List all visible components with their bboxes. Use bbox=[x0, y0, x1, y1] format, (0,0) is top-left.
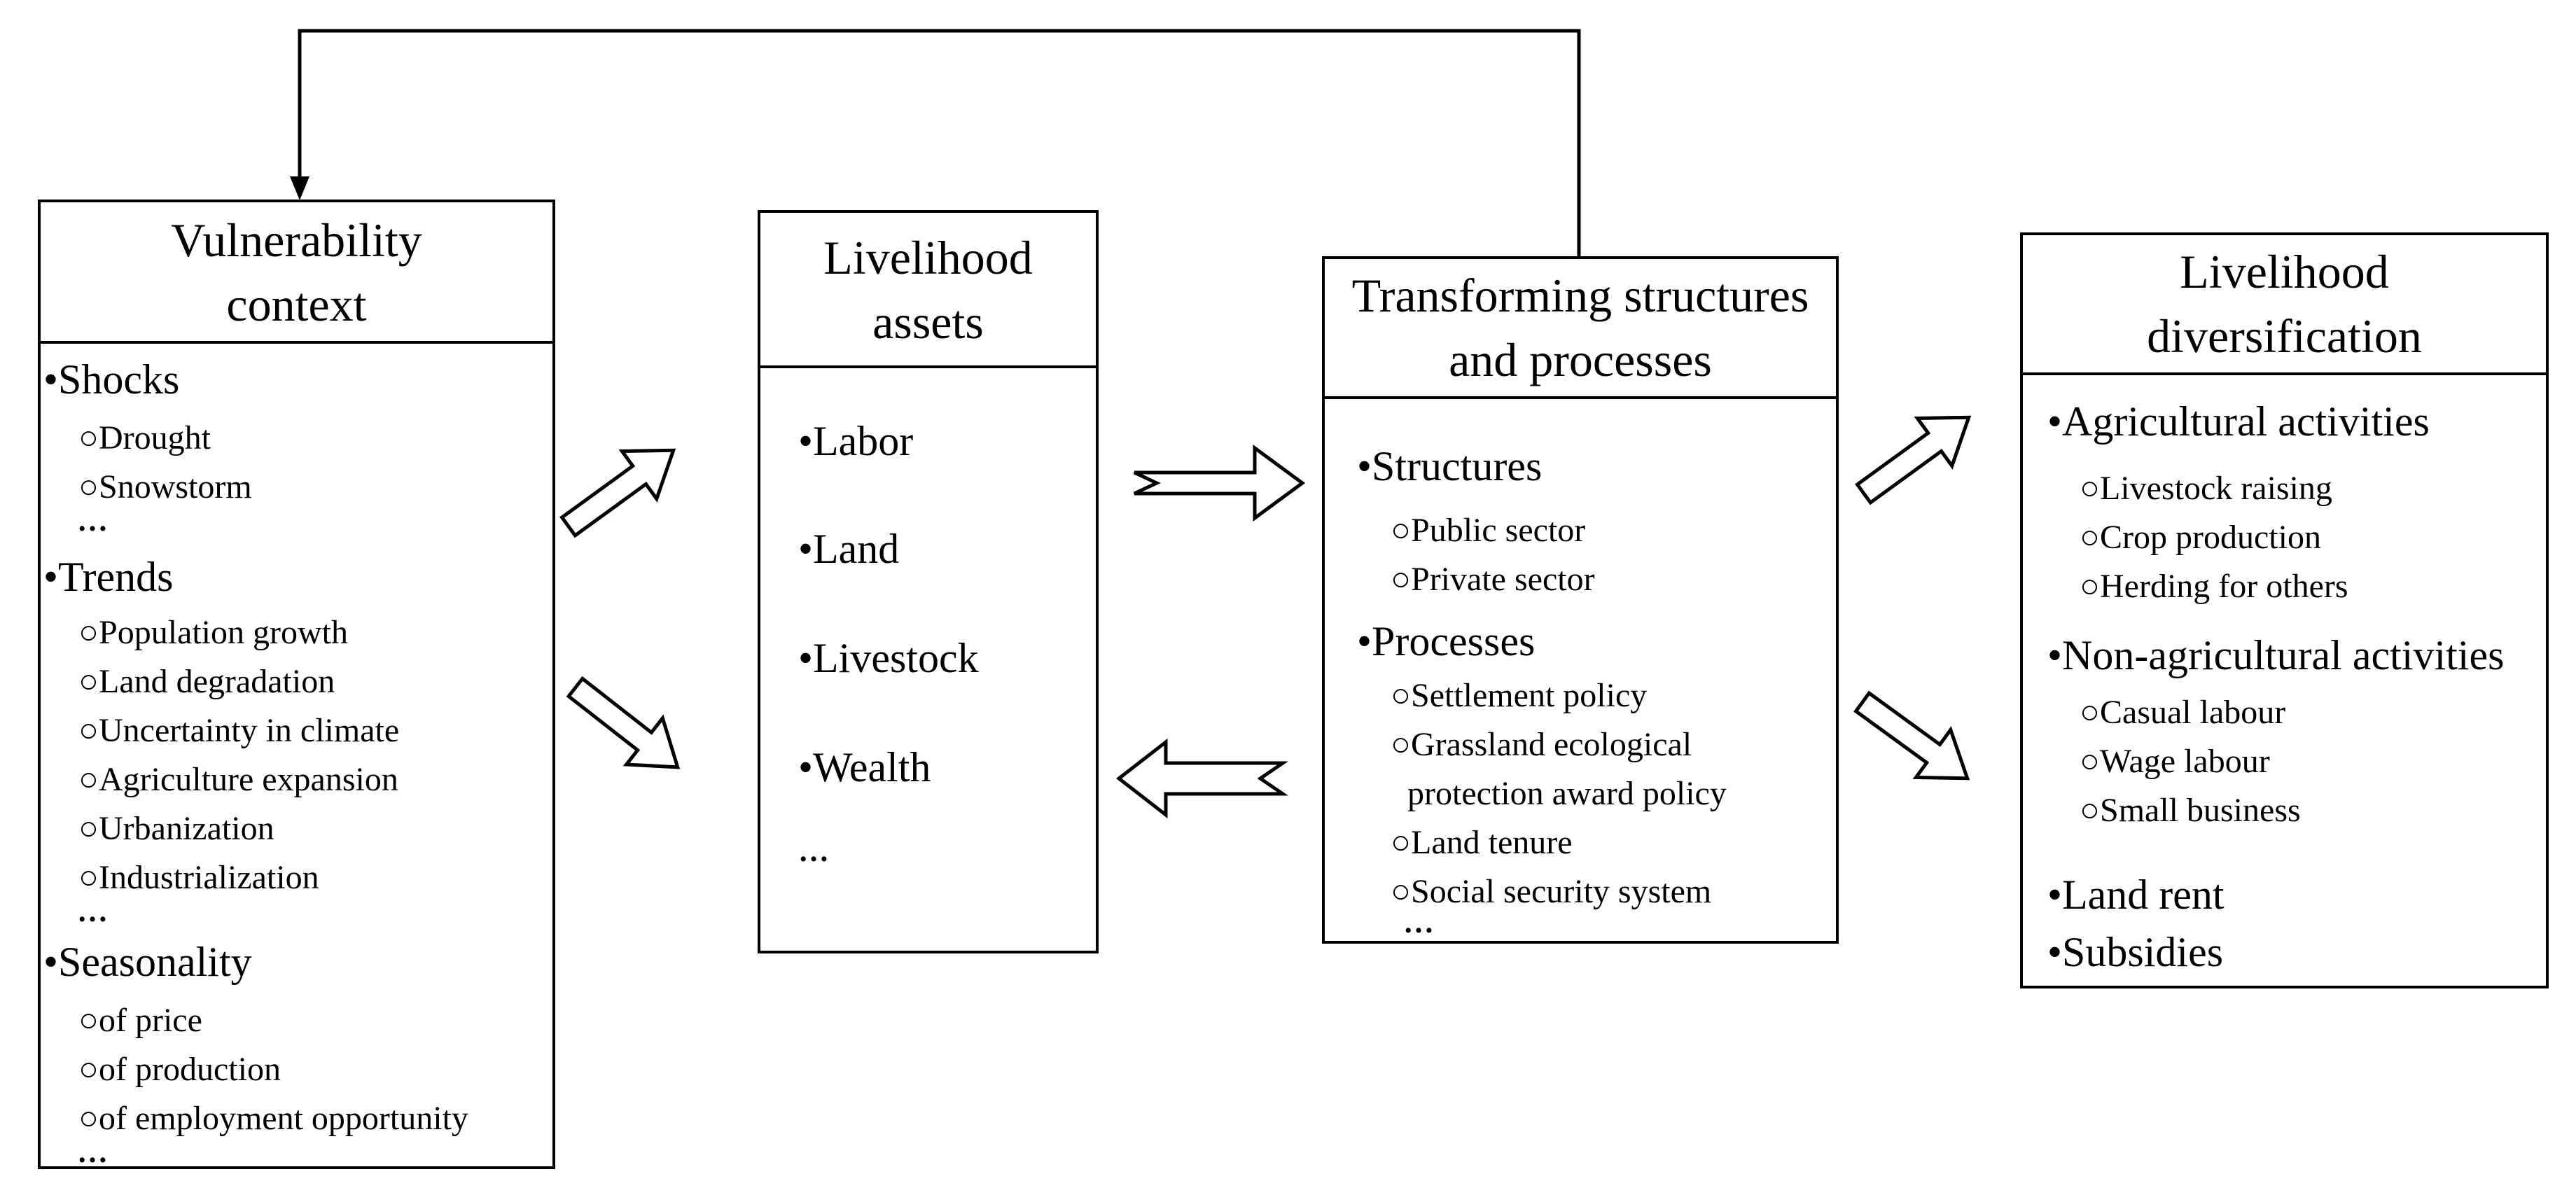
assets-title-line-2: assets bbox=[872, 295, 984, 349]
vulnerability-item-uncertainty-climate: ○Uncertainty in climate bbox=[78, 712, 400, 749]
arrow-assets-to-transforming bbox=[1133, 445, 1306, 522]
arrow-transforming-to-diversification-down bbox=[1853, 690, 1970, 781]
transforming-item-grassland-policy-1: ○Grassland ecological bbox=[1391, 726, 1692, 763]
transforming-title-line-2: and processes bbox=[1449, 333, 1712, 386]
vulnerability-item-urbanization: ○Urbanization bbox=[78, 810, 274, 847]
diversification-item-small-business: ○Small business bbox=[2080, 792, 2301, 829]
livelihood-assets-title: Livelihood assets bbox=[760, 213, 1096, 368]
transforming-item-private-sector: ○Private sector bbox=[1391, 561, 1595, 598]
diversification-item-land-rent: •Land rent bbox=[2047, 872, 2225, 918]
vulnerability-ellipsis-3: … bbox=[77, 1135, 108, 1169]
vulnerability-context-box: Vulnerability context bbox=[38, 200, 555, 1169]
transforming-item-land-tenure: ○Land tenure bbox=[1391, 824, 1573, 861]
diversification-item-livestock-raising: ○Livestock raising bbox=[2080, 470, 2332, 507]
vulnerability-item-land-degradation: ○Land degradation bbox=[78, 663, 335, 700]
transforming-structures-box: Transforming structures and processes bbox=[1322, 256, 1839, 944]
vulnerability-item-of-production: ○of production bbox=[78, 1051, 281, 1088]
vulnerability-title-line-2: context bbox=[226, 278, 367, 331]
assets-ellipsis: … bbox=[798, 834, 829, 868]
vulnerability-item-seasonality: •Seasonality bbox=[43, 939, 252, 985]
diversification-item-wage-labour: ○Wage labour bbox=[2080, 743, 2270, 780]
feedback-arrowhead bbox=[290, 176, 309, 200]
transforming-item-processes: •Processes bbox=[1357, 618, 1536, 664]
diversification-title-line-2: diversification bbox=[2147, 309, 2422, 363]
vulnerability-item-trends: •Trends bbox=[43, 554, 174, 600]
vulnerability-item-snowstorm: ○Snowstorm bbox=[78, 468, 252, 505]
assets-item-wealth: •Wealth bbox=[798, 744, 931, 790]
transforming-item-public-sector: ○Public sector bbox=[1391, 512, 1586, 549]
vulnerability-item-shocks: •Shocks bbox=[43, 356, 180, 403]
transforming-item-structures: •Structures bbox=[1357, 443, 1543, 489]
vulnerability-context-title: Vulnerability context bbox=[41, 202, 552, 344]
vulnerability-item-industrialization: ○Industrialization bbox=[78, 859, 319, 896]
transforming-item-grassland-policy-2: protection award policy bbox=[1407, 775, 1727, 812]
diversification-item-casual-labour: ○Casual labour bbox=[2080, 694, 2286, 731]
assets-item-labor: •Labor bbox=[798, 418, 914, 464]
vulnerability-item-of-price: ○of price bbox=[78, 1002, 202, 1039]
vulnerability-ellipsis-1: … bbox=[77, 503, 108, 538]
livelihood-diversification-box: Livelihood diversification bbox=[2020, 232, 2549, 988]
arrow-transforming-to-diversification-up bbox=[1855, 415, 1972, 505]
vulnerability-item-agriculture-expansion: ○Agriculture expansion bbox=[78, 761, 398, 798]
diversification-item-non-agricultural: •Non-agricultural activities bbox=[2047, 632, 2505, 678]
assets-item-livestock: •Livestock bbox=[798, 635, 979, 681]
feedback-loop-line bbox=[298, 29, 1581, 258]
assets-title-line-1: Livelihood bbox=[823, 231, 1033, 284]
vulnerability-title-line-1: Vulnerability bbox=[171, 214, 422, 267]
vulnerability-item-population-growth: ○Population growth bbox=[78, 614, 348, 651]
transforming-item-settlement-policy: ○Settlement policy bbox=[1391, 677, 1648, 714]
livelihood-assets-box: Livelihood assets bbox=[758, 210, 1099, 953]
arrow-vulnerability-to-assets-up bbox=[559, 448, 676, 538]
diversification-item-herding: ○Herding for others bbox=[2080, 568, 2348, 605]
diversification-title-line-1: Livelihood bbox=[2180, 245, 2389, 298]
diversification-item-subsidies: •Subsidies bbox=[2047, 929, 2224, 975]
transforming-title-line-1: Transforming structures bbox=[1351, 269, 1809, 322]
vulnerability-item-of-employment: ○of employment opportunity bbox=[78, 1100, 468, 1137]
vulnerability-item-drought: ○Drought bbox=[78, 419, 211, 456]
livelihood-diversification-title: Livelihood diversification bbox=[2023, 235, 2546, 375]
arrow-vulnerability-to-assets-down bbox=[566, 676, 681, 769]
diversification-item-crop-production: ○Crop production bbox=[2080, 519, 2321, 556]
vulnerability-ellipsis-2: … bbox=[77, 894, 108, 928]
arrow-transforming-to-assets bbox=[1115, 738, 1289, 819]
assets-item-land: •Land bbox=[798, 526, 900, 572]
diversification-item-agricultural: •Agricultural activities bbox=[2047, 398, 2430, 445]
transforming-item-social-security: ○Social security system bbox=[1391, 873, 1712, 910]
transforming-ellipsis: … bbox=[1403, 905, 1434, 939]
transforming-structures-title: Transforming structures and processes bbox=[1325, 259, 1836, 399]
